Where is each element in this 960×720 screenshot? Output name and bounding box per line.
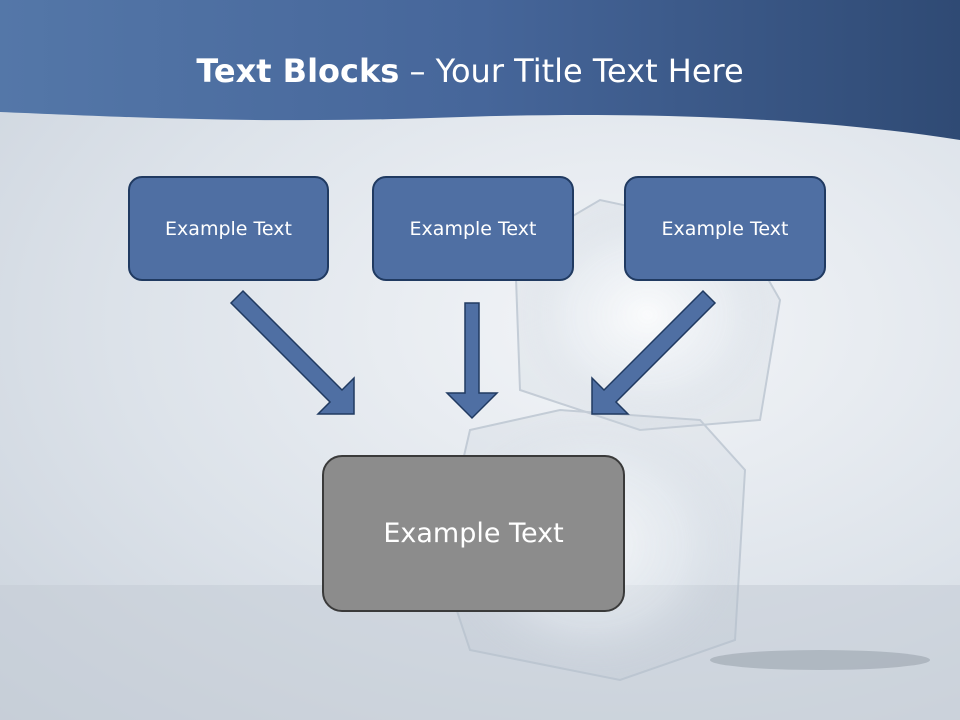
target-block[interactable]: Example Text xyxy=(322,455,625,612)
text-block-1-label: Example Text xyxy=(165,217,292,240)
slide-title: Text Blocks – Your Title Text Here xyxy=(0,52,940,90)
text-block-1[interactable]: Example Text xyxy=(128,176,329,281)
title-dash: – xyxy=(399,52,436,90)
arrows xyxy=(229,289,717,420)
target-block-label: Example Text xyxy=(383,518,564,549)
header-band xyxy=(0,0,960,140)
text-block-3[interactable]: Example Text xyxy=(624,176,826,281)
title-rest: Your Title Text Here xyxy=(435,52,744,90)
arrow-center-down xyxy=(445,302,499,420)
text-block-2[interactable]: Example Text xyxy=(372,176,574,281)
arrow-right-diagonal xyxy=(591,289,717,415)
title-bold: Text Blocks xyxy=(196,52,400,90)
arrow-left-diagonal xyxy=(229,289,355,415)
text-block-3-label: Example Text xyxy=(661,217,789,240)
text-block-2-label: Example Text xyxy=(409,217,537,240)
